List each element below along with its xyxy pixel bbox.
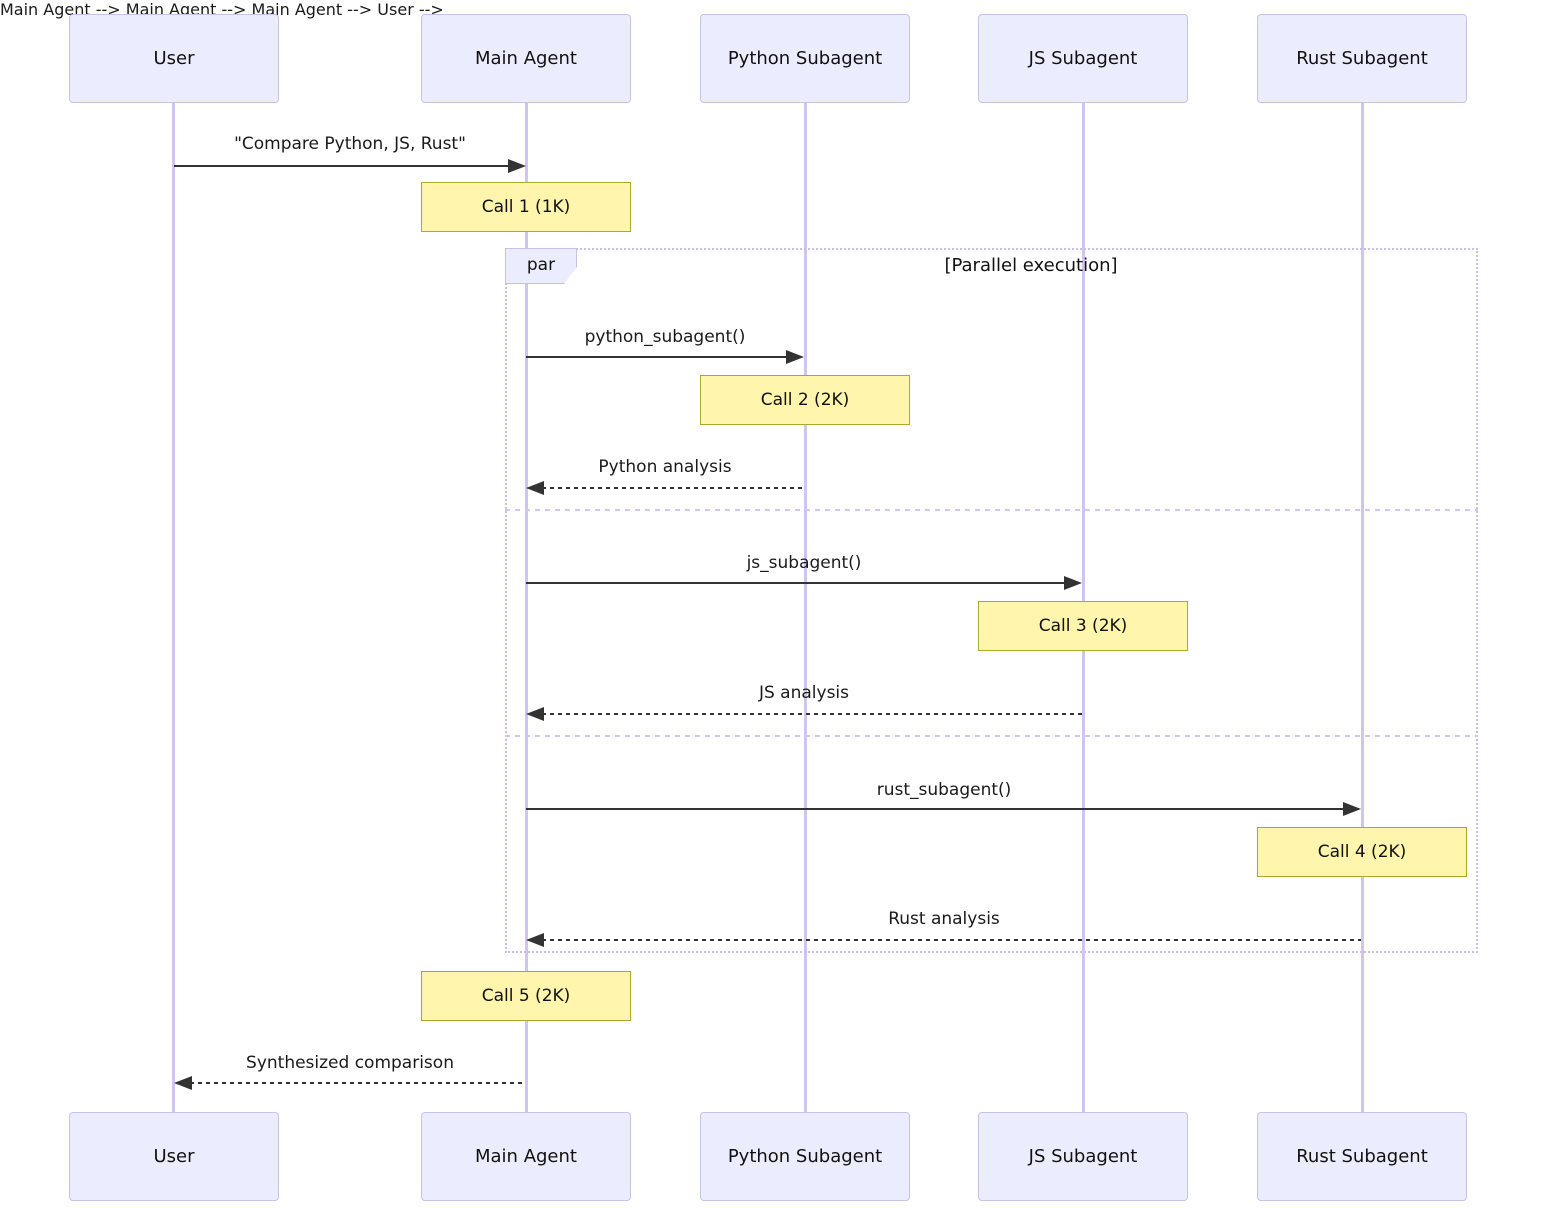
actor-python-subagent-bottom: Python Subagent — [700, 1112, 910, 1201]
message-line-rust-analysis — [542, 939, 1361, 941]
message-line-python-subagent — [526, 356, 788, 358]
note-call-2: Call 2 (2K) — [700, 375, 910, 425]
message-label-python-subagent: python_subagent() — [584, 327, 746, 347]
actor-user-bottom: User — [69, 1112, 279, 1201]
par-frame — [505, 248, 1478, 953]
message-label-rust-subagent: rust_subagent() — [876, 780, 1012, 800]
actor-label: Main Agent — [475, 1146, 577, 1167]
message-line-js-subagent — [526, 582, 1066, 584]
message-label-js-subagent: js_subagent() — [746, 553, 862, 573]
arrowhead-icon — [526, 933, 544, 947]
actor-label: User — [153, 1146, 195, 1167]
message-label-synthesized-comparison: Synthesized comparison — [246, 1053, 454, 1073]
actor-python-subagent-top: Python Subagent — [700, 14, 910, 103]
arrowhead-icon — [526, 707, 544, 721]
actor-label: Rust Subagent — [1296, 48, 1428, 69]
note-label: Call 5 (2K) — [481, 986, 571, 1006]
par-divider-2 — [505, 735, 1478, 737]
note-label: Call 4 (2K) — [1317, 842, 1407, 862]
message-line-compare — [174, 165, 510, 167]
message-label-rust-analysis: Rust analysis — [888, 909, 1000, 929]
actor-label: Rust Subagent — [1296, 1146, 1428, 1167]
message-label-compare: "Compare Python, JS, Rust" — [234, 134, 466, 154]
par-label: par — [526, 255, 556, 275]
actor-label: JS Subagent — [1028, 1146, 1138, 1167]
arrowhead-icon — [786, 350, 804, 364]
arrowhead-icon — [508, 159, 526, 173]
arrowhead-icon — [174, 1076, 192, 1090]
actor-js-subagent-top: JS Subagent — [978, 14, 1188, 103]
note-label: Call 3 (2K) — [1038, 616, 1128, 636]
par-title: [Parallel execution] — [944, 255, 1118, 276]
actor-label: Python Subagent — [727, 1146, 883, 1167]
note-call-5: Call 5 (2K) — [421, 971, 631, 1021]
par-divider-1 — [505, 509, 1478, 511]
message-line-rust-subagent — [526, 808, 1344, 810]
arrowhead-icon — [526, 481, 544, 495]
message-line-synthesized-comparison — [190, 1082, 526, 1084]
arrowhead-icon — [1064, 576, 1082, 590]
lifeline-user — [172, 103, 175, 1112]
message-label-js-analysis: JS analysis — [758, 683, 850, 703]
message-line-python-analysis — [542, 487, 804, 489]
actor-js-subagent-bottom: JS Subagent — [978, 1112, 1188, 1201]
actor-main-agent-top: Main Agent — [421, 14, 631, 103]
actor-label: JS Subagent — [1028, 48, 1138, 69]
actor-rust-subagent-bottom: Rust Subagent — [1257, 1112, 1467, 1201]
note-call-1: Call 1 (1K) — [421, 182, 631, 232]
actor-label: Main Agent — [475, 48, 577, 69]
note-call-4: Call 4 (2K) — [1257, 827, 1467, 877]
actor-rust-subagent-top: Rust Subagent — [1257, 14, 1467, 103]
note-call-3: Call 3 (2K) — [978, 601, 1188, 651]
actor-label: User — [153, 48, 195, 69]
lifeline-main-agent — [525, 103, 528, 1112]
actor-main-agent-bottom: Main Agent — [421, 1112, 631, 1201]
note-label: Call 1 (1K) — [481, 197, 571, 217]
arrowhead-icon — [1343, 802, 1361, 816]
actor-label: Python Subagent — [727, 48, 883, 69]
note-label: Call 2 (2K) — [760, 390, 850, 410]
lifeline-python-subagent — [804, 103, 807, 1112]
message-line-js-analysis — [542, 713, 1082, 715]
message-label-python-analysis: Python analysis — [598, 457, 732, 477]
lifeline-rust-subagent — [1361, 103, 1364, 1112]
actor-user-top: User — [69, 14, 279, 103]
par-label-tab: par — [505, 248, 577, 284]
